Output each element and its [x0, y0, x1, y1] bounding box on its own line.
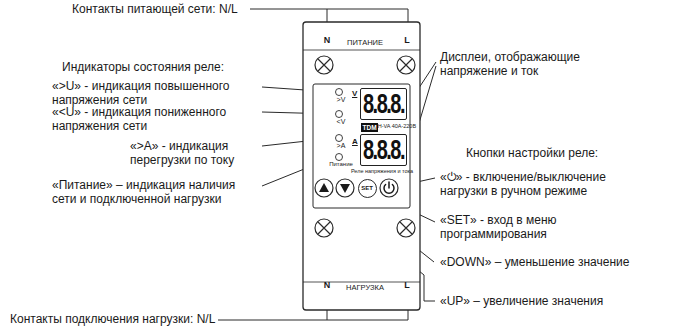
power-button	[380, 179, 398, 197]
terminal-name: ПИТАНИЕ	[347, 38, 383, 47]
relay-housing	[303, 22, 420, 310]
up-button	[315, 179, 333, 197]
indicator-led	[336, 154, 343, 161]
down-button	[336, 179, 354, 197]
up-arrow-symbol	[319, 183, 329, 192]
terminal-letter: L	[404, 280, 410, 291]
indicator-label: Питание	[329, 161, 353, 168]
terminal-letter: L	[404, 35, 410, 46]
current-display: 8.8.8.	[360, 134, 407, 166]
indicator-label: >A	[337, 142, 346, 150]
indicator-led	[336, 111, 343, 118]
indicator-led	[336, 89, 343, 96]
brand-logo: TDM	[361, 123, 378, 132]
callout-text: «<U» - индикация пониженного напряжения …	[52, 105, 252, 134]
callout-text: «>U» - индикация повышенного напряжения …	[52, 79, 252, 108]
terminal-letter: N	[324, 35, 331, 46]
terminal-cover-edge	[303, 50, 420, 282]
display-digits: 8.8.8.	[363, 137, 404, 164]
terminal-name: НАГРУЗКА	[346, 283, 384, 292]
callout-text: «>A» - индикация перегрузки по току	[130, 139, 252, 168]
callout-text: Дисплеи, отображающие напряжение и ток	[440, 50, 605, 79]
power-symbol	[384, 182, 394, 193]
group-heading: Индикаторы состояния реле:	[62, 60, 224, 74]
callout-text: «DOWN» – уменьшение значение	[440, 255, 629, 269]
indicator-label: >V	[337, 96, 346, 104]
callout-text: «⏻» - включение/выключение нагрузки в ру…	[440, 170, 625, 199]
terminal-caption: Контакты питающей сети: N/L	[72, 2, 238, 16]
indicator-label: <V	[337, 118, 346, 126]
unit-label: A	[352, 137, 358, 147]
device-name: Реле напряжения и тока	[351, 168, 413, 175]
down-arrow-symbol	[340, 184, 350, 193]
button-label: SET	[361, 185, 373, 192]
display-digits: 8.8.8.	[363, 91, 404, 118]
front-panel	[313, 84, 410, 208]
callout-text: «Питание» – индикация наличия сети и под…	[52, 178, 247, 207]
logo-text: TDM	[363, 124, 377, 132]
unit-label: V	[352, 89, 357, 99]
terminal-caption: Контакты подключения нагрузки: N/L	[10, 312, 215, 326]
indicator-led	[336, 135, 343, 142]
group-heading: Кнопки настройки реле:	[466, 146, 598, 160]
callout-text: «SET» - вход в меню программирования	[440, 213, 590, 242]
voltage-display: 8.8.8.	[360, 88, 407, 120]
screw-slot	[318, 59, 412, 234]
model-name: PH-VA 40A-220B	[374, 123, 416, 130]
terminal-letter: N	[324, 280, 331, 291]
set-button: SET	[358, 179, 377, 198]
callout-text: «UP» – увеличение значения	[440, 294, 603, 308]
